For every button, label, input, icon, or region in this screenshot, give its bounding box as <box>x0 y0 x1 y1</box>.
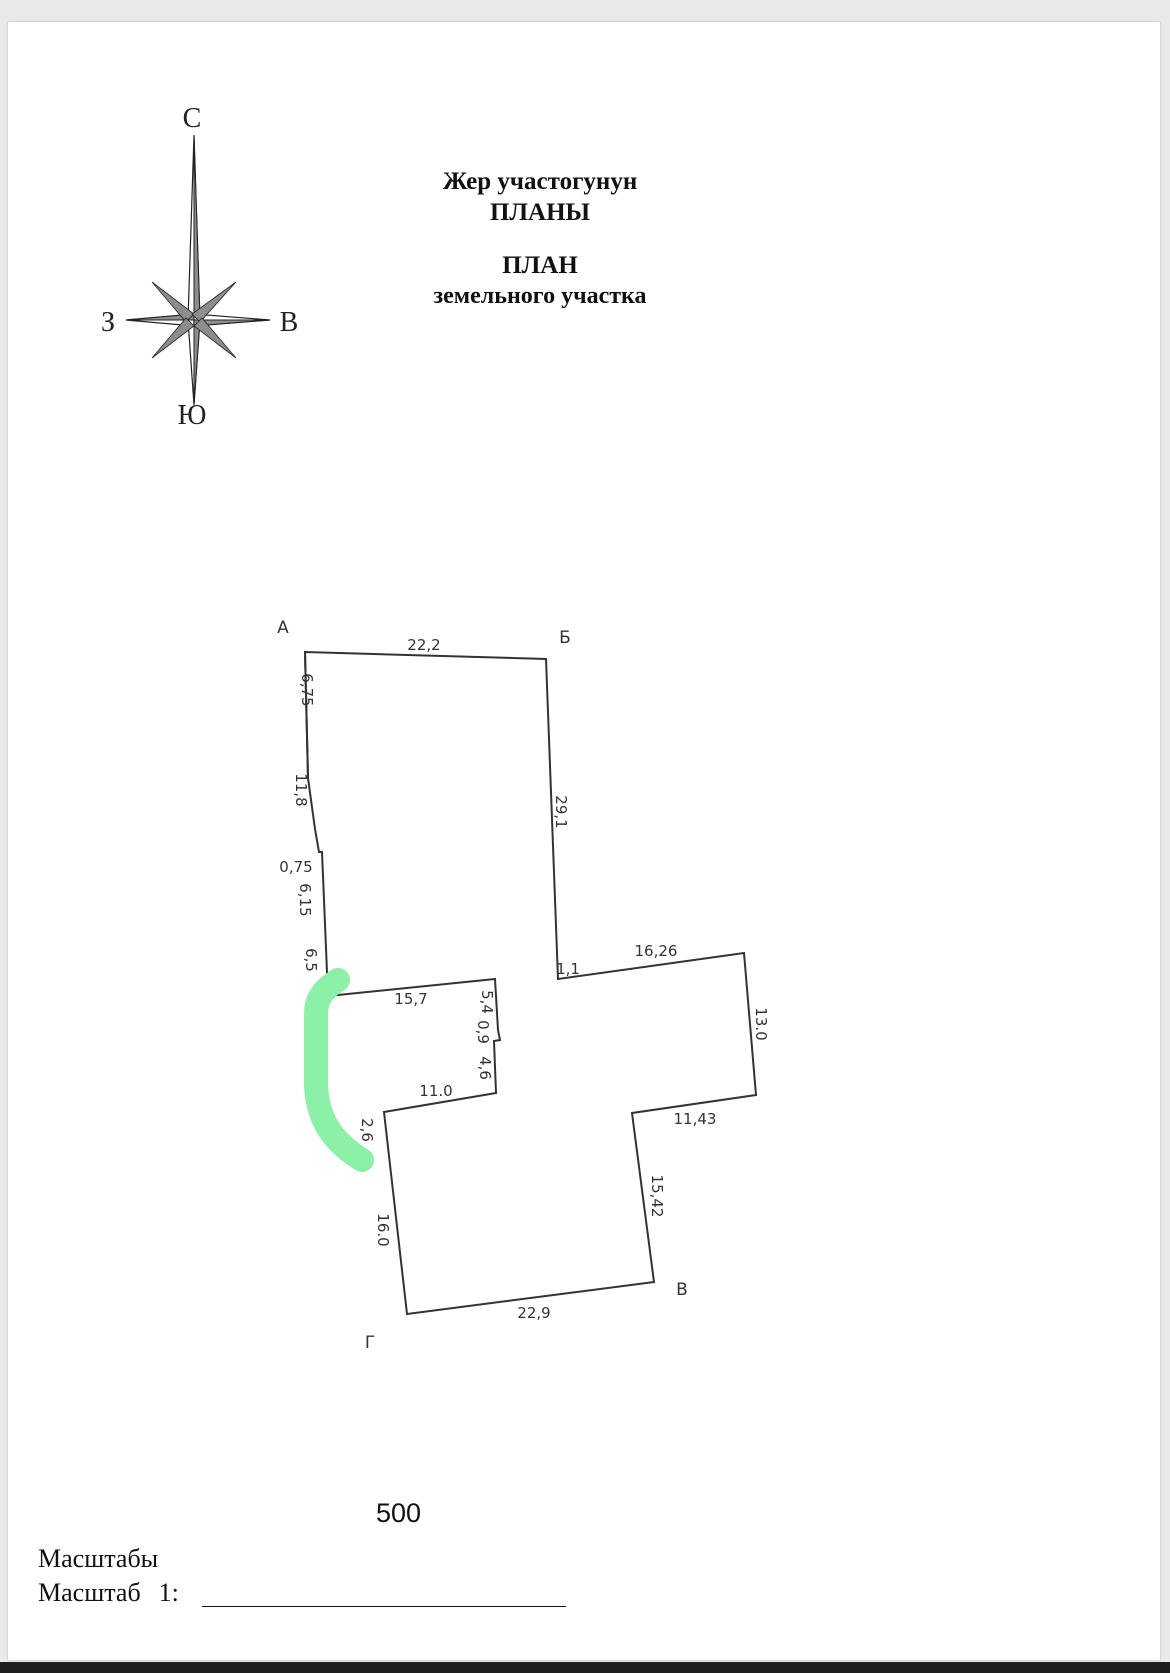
dimension-label: 15,42 <box>648 1175 666 1218</box>
compass-rose-icon <box>125 134 271 406</box>
corner-label-g: Г <box>365 1333 375 1353</box>
compass-south-label: Ю <box>178 400 207 431</box>
dimension-label: 5,4 <box>478 990 496 1014</box>
dimension-label: 22,9 <box>517 1304 550 1322</box>
document-title: Жер участогунун ПЛАНЫ ПЛАН земельного уч… <box>360 166 720 312</box>
title-kyrgyz-line2: ПЛАНЫ <box>489 199 591 226</box>
dimension-label: 11,43 <box>674 1110 717 1128</box>
highlight-marker <box>304 968 374 1172</box>
dimension-label: 6,5 <box>302 948 320 972</box>
scale-ratio-prefix: 1: <box>158 1578 179 1607</box>
scale-value: 500 <box>376 1498 422 1528</box>
dimension-label: 11.0 <box>419 1082 452 1100</box>
dimension-label: 16,26 <box>635 942 678 960</box>
dimension-label: 0,75 <box>279 858 312 876</box>
title-russian-line1: ПЛАН <box>502 252 578 279</box>
dimension-label: 15,7 <box>394 990 427 1008</box>
dimension-label: 1,1 <box>556 960 580 978</box>
compass-north-label: С <box>183 103 202 134</box>
scale-underline <box>202 1606 566 1607</box>
document-page <box>8 22 1160 1660</box>
title-kyrgyz-line1: Жер участогунун <box>442 168 638 195</box>
dimension-label: 22,2 <box>407 636 440 654</box>
scale-label-russian: Масштаб 1: <box>38 1578 179 1608</box>
scale-label-russian-text: Масштаб <box>38 1578 141 1607</box>
dimension-label: 2,6 <box>358 1118 376 1142</box>
dimension-label: 6,15 <box>296 883 314 916</box>
scale-label-kyrgyz: Масштабы <box>38 1544 159 1573</box>
dimension-label: 13.0 <box>752 1007 770 1040</box>
dimension-label: 29,1 <box>552 795 570 828</box>
dimension-label: 0,9 <box>474 1020 492 1044</box>
title-russian-line2: земельного участка <box>433 283 647 309</box>
dimension-label: 6,75 <box>298 673 316 706</box>
land-plot-outline <box>303 650 758 1316</box>
dimension-label: 4,6 <box>476 1056 494 1080</box>
corner-label-v: В <box>676 1280 688 1300</box>
dimension-label: 11,8 <box>292 773 310 806</box>
corner-label-a: А <box>277 618 289 638</box>
corner-label-b: Б <box>559 628 571 648</box>
dimension-label: 16.0 <box>374 1213 392 1246</box>
bottom-bar <box>0 1662 1170 1673</box>
compass-east-label: В <box>280 307 299 338</box>
compass-west-label: З <box>101 307 115 338</box>
